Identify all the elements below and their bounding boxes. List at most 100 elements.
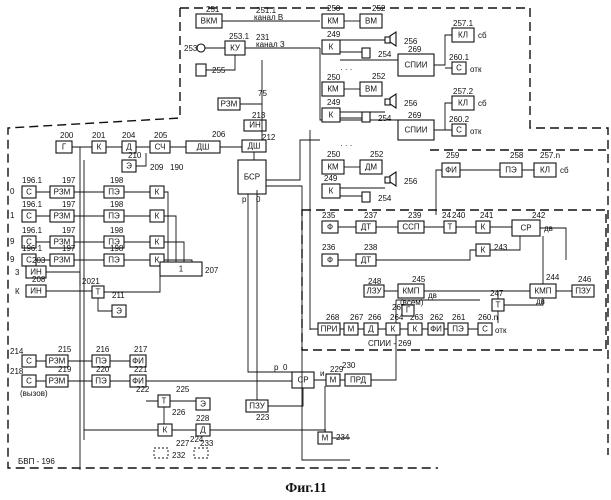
svg-text:Т: Т	[496, 301, 501, 310]
svg-text:С: С	[26, 357, 32, 366]
svg-text:Э: Э	[116, 307, 122, 316]
svg-text:С: С	[26, 188, 32, 197]
svg-text:К: К	[97, 143, 102, 152]
svg-text:К: К	[481, 246, 486, 255]
svg-text:257.2: 257.2	[453, 87, 474, 96]
svg-text:С: С	[482, 325, 488, 334]
km-block-2: КМ	[322, 82, 344, 96]
svg-text:252: 252	[372, 72, 386, 81]
svg-text:дв: дв	[544, 224, 553, 233]
svg-text:0: 0	[283, 363, 288, 372]
svg-text:К: К	[481, 223, 486, 232]
bsr-block: БСР	[238, 160, 266, 194]
svg-text:К: К	[329, 111, 334, 120]
vkm-block: ВКМ	[196, 14, 222, 28]
svg-text:268: 268	[326, 313, 340, 322]
svg-text:канал З: канал З	[256, 40, 285, 49]
svg-text:К: К	[155, 238, 160, 247]
row-number-label: 198	[110, 200, 124, 209]
e-block-211: Э	[112, 305, 126, 317]
indicator-254b	[362, 112, 370, 122]
in-block-213: ИН	[244, 120, 266, 131]
pe-block-220: ПЭ	[92, 375, 110, 387]
svg-text:252: 252	[370, 150, 384, 159]
svg-text:235: 235	[322, 211, 336, 220]
t-block-202: Т	[92, 286, 104, 298]
svg-text:ПРД: ПРД	[350, 376, 367, 385]
kl-block-1: КЛ	[452, 28, 474, 42]
row-index-label: 1	[10, 211, 15, 220]
s-block-260-1: С	[452, 62, 466, 74]
svg-text:Ф: Ф	[327, 256, 333, 265]
svg-text:266: 266	[368, 313, 382, 322]
svg-text:К: К	[413, 325, 418, 334]
k-block-264: К	[386, 323, 400, 335]
svg-text:С: С	[456, 64, 462, 73]
svg-text:269: 269	[408, 45, 422, 54]
svg-text:ПЗУ: ПЗУ	[249, 402, 265, 411]
dsh-block-212: ДШ	[242, 140, 266, 152]
svg-text:ИН: ИН	[249, 121, 261, 130]
svg-text:234: 234	[336, 433, 350, 442]
pri-block-268: ПРИ	[318, 323, 340, 335]
t-block-247: Т	[492, 299, 504, 311]
svg-text:Г: Г	[62, 143, 67, 152]
svg-text:249: 249	[327, 98, 341, 107]
pe-block-198: ПЭ	[104, 210, 124, 222]
svg-text:256: 256	[404, 177, 418, 186]
svg-text:228: 228	[196, 414, 210, 423]
svg-text:ФИ: ФИ	[445, 166, 457, 175]
svg-text:262: 262	[430, 313, 444, 322]
speaker-256c	[385, 172, 396, 186]
svg-text:210: 210	[128, 151, 142, 160]
svg-text:250: 250	[327, 4, 341, 13]
svg-text:249: 249	[324, 174, 338, 183]
svg-text:К: К	[155, 256, 160, 265]
svg-text:ССП: ССП	[402, 223, 420, 232]
dt-block-237: ДТ	[356, 221, 376, 233]
svg-text:Т: Т	[96, 288, 101, 297]
row-number-label: 196.1	[22, 176, 43, 185]
svg-text:сб: сб	[478, 99, 487, 108]
svg-text:К: К	[329, 187, 334, 196]
row-number-label: 196.1	[22, 226, 43, 235]
screen-255	[196, 64, 206, 76]
svg-text:254: 254	[378, 114, 392, 123]
pzu-block-223: ПЗУ	[246, 400, 268, 412]
svg-text:ПЭ: ПЭ	[505, 166, 517, 175]
svg-text:М: М	[322, 434, 329, 443]
svg-text:221: 221	[134, 365, 148, 374]
svg-text:249: 249	[327, 30, 341, 39]
km-block-3: КМ	[322, 160, 344, 174]
svg-text:(вызов): (вызов)	[20, 389, 48, 398]
indicator-254a	[362, 48, 370, 58]
s-block-196-1: С	[22, 186, 36, 198]
svg-text:сб: сб	[478, 31, 487, 40]
svg-text:75: 75	[258, 89, 267, 98]
in-block-208: ИН	[26, 285, 46, 297]
svg-text:КЛ: КЛ	[540, 166, 550, 175]
svg-text:227: 227	[176, 439, 190, 448]
svg-text:201: 201	[92, 131, 106, 140]
svg-text:253: 253	[184, 44, 198, 53]
k-block-190: К	[150, 210, 164, 222]
svg-text:КМП: КМП	[402, 287, 419, 296]
svg-text:238: 238	[364, 243, 378, 252]
svg-text:213: 213	[252, 111, 266, 120]
svg-text:КМ: КМ	[327, 17, 339, 26]
dm-block: ДМ	[360, 160, 382, 174]
row-index-label: 9	[10, 255, 15, 264]
svg-text:ПЭ: ПЭ	[108, 188, 120, 197]
rzm-block-197: РЗМ	[50, 186, 74, 198]
row-number-label: 197	[62, 244, 76, 253]
k-block-263: К	[408, 323, 422, 335]
m-block-234: М	[318, 432, 332, 444]
svg-text:ПРИ: ПРИ	[321, 325, 338, 334]
svg-text:отк: отк	[470, 127, 482, 136]
svg-text:ДМ: ДМ	[365, 163, 377, 172]
svg-text:БСР: БСР	[244, 173, 260, 182]
k-block-201: К	[92, 141, 106, 153]
speaker-256b	[385, 94, 396, 108]
svg-text:Ф: Ф	[327, 223, 333, 232]
svg-text:К: К	[155, 188, 160, 197]
